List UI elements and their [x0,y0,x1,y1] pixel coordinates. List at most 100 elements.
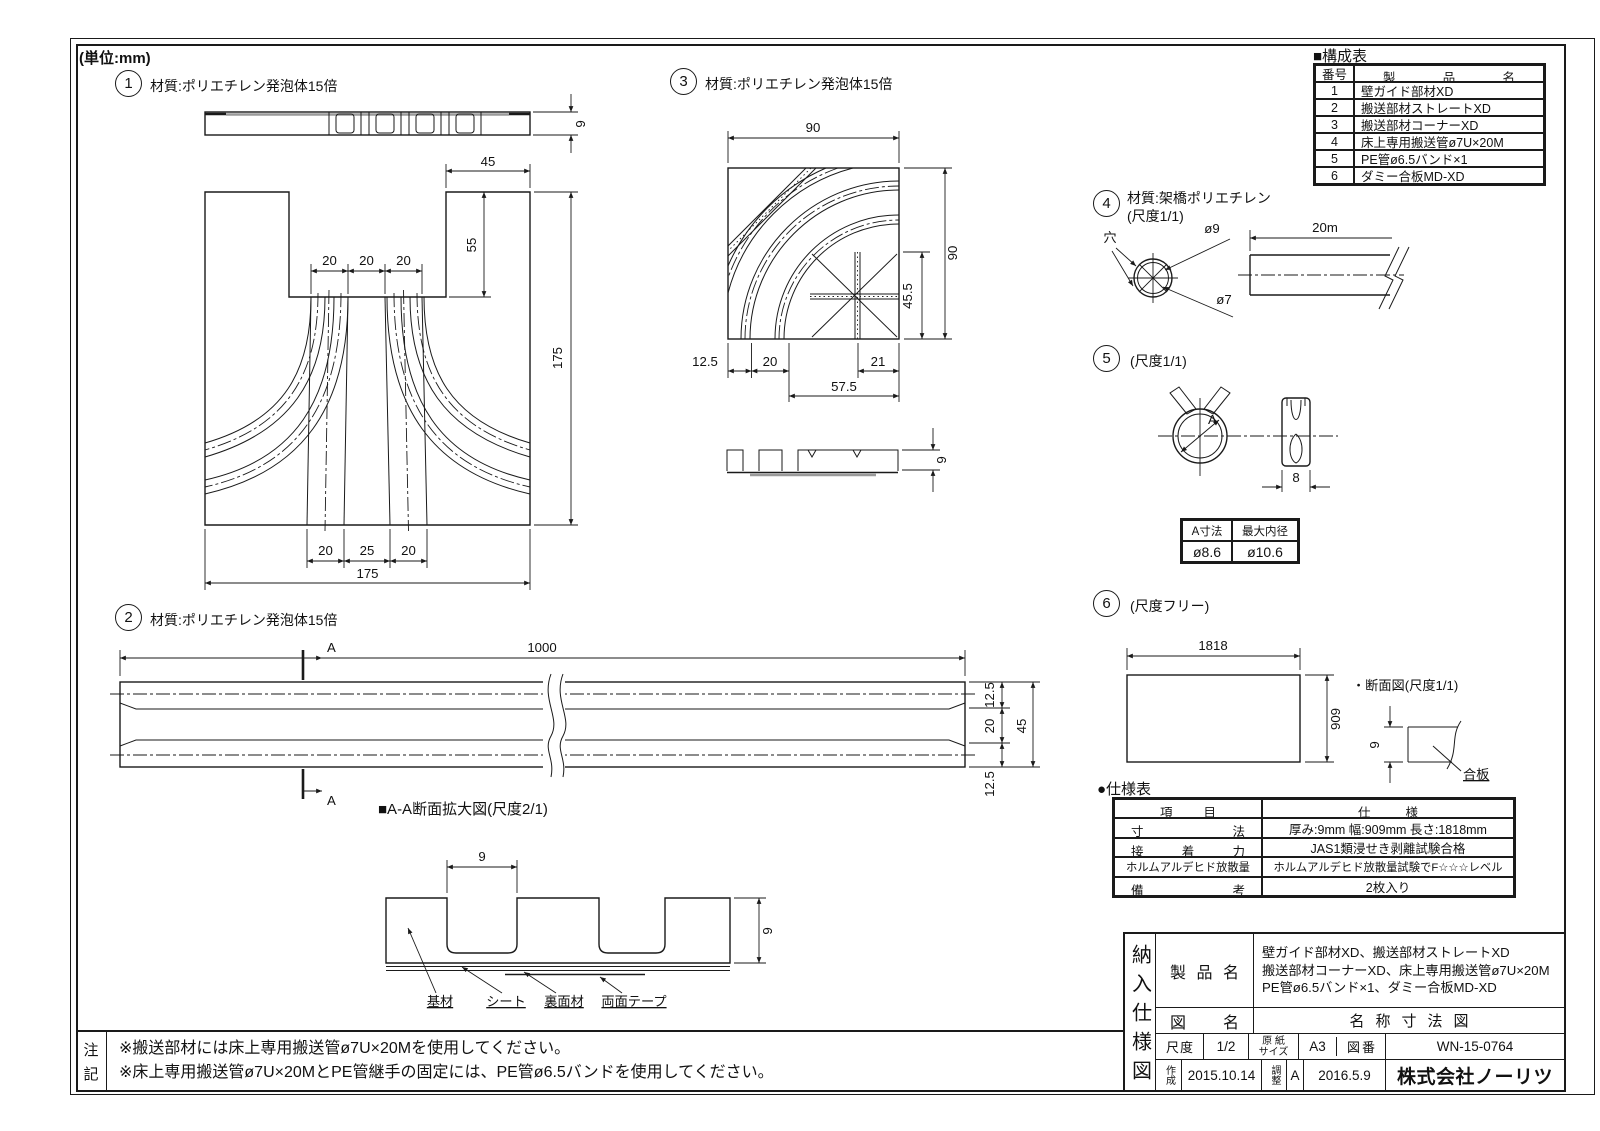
dim-21: 21 [871,354,886,369]
parts-header-no: 番号 [1315,65,1354,82]
dim-20m: 20m [1312,220,1338,235]
sheet-outer-frame [70,38,1595,1095]
dim-20: 20 [401,543,416,558]
item1-front-view: 45 55 20 20 20 175 [204,154,578,590]
adjusted-label: 調整 [1261,1060,1286,1090]
parts-table-title: ■構成表 [1313,48,1368,65]
item6-badge: 6 [1093,590,1120,617]
item1-badge: 1 [115,70,142,97]
parts-row-name: ダミー合板MD-XD [1354,167,1544,184]
dim-1000: 1000 [527,640,556,655]
parts-row-no: 3 [1315,116,1354,133]
dim-thickness-9: 9 [573,120,588,127]
dim-20: 20 [322,253,337,268]
clamp-table-value-a: ø8.6 [1182,541,1232,562]
paper-size-label-2: サイズ [1258,1046,1289,1058]
product-name-line2: 搬送部材コーナーXD、床上専用搬送管ø7U×20M [1262,962,1550,978]
dim-45: 45 [481,154,496,169]
dim-12-5: 12.5 [692,354,718,369]
label-back-material: 裏面材 [544,994,584,1009]
item2-badge: 2 [115,604,142,631]
note-line-1: ※搬送部材には床上専用搬送管ø7U×20Mを使用してください。 [119,1040,571,1057]
item4-material: 材質:架橋ポリエチレン [1127,190,1271,206]
parts-row-name: 壁ガイド部材XD [1354,82,1544,99]
scale-value: 1/2 [1203,1034,1248,1059]
scale-label: 尺度 [1166,1040,1193,1055]
dim-9-profile: 9 [934,456,949,463]
spec-row-value: JAS1類浸せき剥離試験合格 [1262,837,1514,858]
drawing-name-label: 図名 [1170,1014,1239,1032]
product-name-label: 製品名 [1170,964,1239,982]
dim-20: 20 [396,253,411,268]
dim-55: 55 [464,238,479,253]
item5-clamp-view: A 8 [1158,386,1338,492]
label-double-sided-tape: 両面テープ [601,994,666,1009]
spec-row-label: ホルムアルデヒド放散量 [1114,857,1262,877]
dim-20: 20 [359,253,374,268]
dim-20: 20 [318,543,333,558]
dim-1818: 1818 [1198,638,1227,653]
spec-header-item: 項目 [1114,799,1262,819]
dim-9-groove: 9 [478,849,485,864]
parts-header-name: 製品名 [1354,65,1544,82]
spec-table-title: ●仕様表 [1097,781,1152,798]
product-name-line1: 壁ガイド部材XD、搬送部材ストレートXD [1262,945,1510,961]
dim-od-9: ø9 [1204,221,1219,236]
section-marker-a-top: A [327,640,336,655]
dim-25: 25 [360,543,375,558]
notes-label-1: 注 [83,1041,99,1059]
created-date: 2015.10.14 [1181,1060,1261,1090]
dim-12-5-bottom: 12.5 [982,771,997,797]
parts-row-name: 床上専用搬送管ø7U×20M [1354,133,1544,150]
created-label: 作成 [1163,1065,1175,1085]
item5-scale: (尺度1/1) [1130,353,1187,369]
item2-strip-view: 1000 A A 12.5 20 [110,640,1040,808]
company-logo: 株式会社ノーリツ [1385,1060,1564,1090]
item6-scale: (尺度フリー) [1130,598,1210,614]
dim-20-mid: 20 [982,719,997,734]
drawing-number-label: 図番 [1336,1037,1385,1056]
item1-material: 材質:ポリエチレン発泡体15倍 [150,78,338,94]
item6-section-title: ・断面図(尺度1/1) [1352,678,1458,693]
label-base-material: 基材 [427,994,453,1009]
dim-a: A [1208,412,1217,427]
label-hole: 穴 [1103,230,1116,245]
clamp-table-value-id: ø10.6 [1232,541,1298,562]
spec-table: 項目 仕様 寸法 厚み:9mm 幅:909mm 長さ:1818mm 接着力 JA… [1112,797,1516,898]
item3-badge: 3 [670,68,697,95]
paper-size-value: A3 [1298,1034,1336,1059]
dim-9-board: 9 [1367,741,1382,748]
parts-row-no: 1 [1315,82,1354,99]
spec-row-value: 2枚入り [1262,876,1514,896]
aa-section-title: ■A-A断面拡大図(尺度2/1) [378,801,548,818]
label-plywood: 合板 [1463,767,1489,782]
drawing-name: 名称寸法図 [1253,1008,1564,1033]
clamp-table-header-id: 最大内径 [1232,520,1298,541]
item1-side-view: 9 [204,94,588,153]
spec-row-label: 備考 [1114,876,1262,896]
item4-badge: 4 [1093,190,1120,217]
dim-90-height: 90 [945,246,960,261]
item4-scale: (尺度1/1) [1127,208,1184,224]
clamp-dimension-table: A寸法 最大内径 ø8.6 ø10.6 [1180,518,1300,564]
title-block: 納入仕様図 製品名 壁ガイド部材XD、搬送部材ストレートXD 搬送部材コーナーX… [1123,932,1566,1092]
notes-label-2: 記 [83,1065,99,1083]
parts-row-no: 4 [1315,133,1354,150]
clamp-table-header-a: A寸法 [1182,520,1232,541]
label-sheet: シート [486,994,526,1009]
adjusted-date: 2016.5.9 [1303,1060,1385,1090]
paper-size-label-1: 原 紙 [1262,1035,1285,1047]
spec-row-value: 厚み:9mm 幅:909mm 長さ:1818mm [1262,818,1514,838]
item3-material: 材質:ポリエチレン発泡体15倍 [705,76,893,92]
revision-letter: A [1286,1060,1303,1090]
dim-20: 20 [763,354,778,369]
spec-row-label: 寸法 [1114,818,1262,838]
parts-row-no: 5 [1315,150,1354,167]
note-line-2: ※床上専用搬送管ø7U×20MとPE管継手の固定には、PE管ø6.5バンドを使用… [119,1064,774,1081]
parts-row-no: 2 [1315,99,1354,116]
item2-material: 材質:ポリエチレン発泡体15倍 [150,612,338,628]
sheet-inner-frame [76,44,1566,1092]
item4-pipe-view: 穴 ø9 ø7 20m [1103,220,1410,318]
spec-row-label: 接着力 [1114,837,1262,858]
